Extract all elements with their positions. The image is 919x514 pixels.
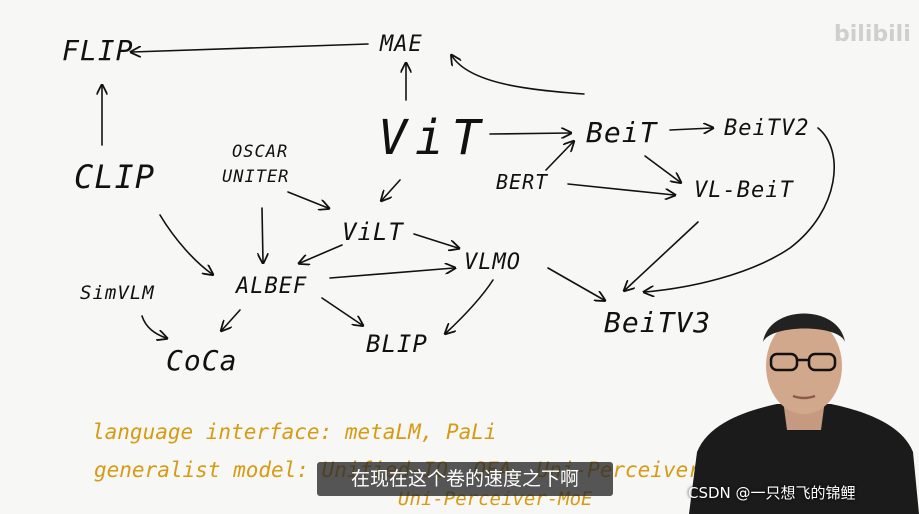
node-beit: BeiT	[586, 116, 658, 149]
bilibili-logo: bilibili	[834, 22, 911, 47]
node-albef: ALBEF	[236, 274, 308, 299]
arrow-vit-to-beit	[489, 133, 570, 134]
node-bert: BERT	[496, 170, 549, 194]
arrow-vlmo-to-beitv3	[547, 267, 604, 300]
arrow-beit-to-beitv2	[669, 128, 712, 130]
arrow-vit-to-vilt	[382, 179, 401, 200]
node-oscar: OSCAR	[232, 142, 289, 162]
arrow-beitv2-to-beitv3	[645, 127, 836, 292]
arrow-uniter-to-albef	[262, 207, 263, 262]
node-vit: ViT	[378, 110, 489, 166]
arrow-bert-to-vlbeit	[567, 183, 674, 195]
node-beitv2: BeiTV2	[724, 116, 810, 141]
node-beitv3: BeiTV3	[604, 306, 712, 339]
arrow-vlmo-to-blip	[446, 279, 494, 333]
arrow-clip-to-albef	[159, 214, 212, 274]
node-mae: MAE	[380, 32, 423, 57]
arrow-mae-to-flip	[132, 43, 369, 52]
arrow-albef-to-coca	[222, 309, 241, 330]
arrow-albef-to-vlmo	[329, 268, 454, 279]
node-flip: FLIP	[62, 34, 134, 67]
node-blip: BLIP	[366, 330, 428, 358]
arrow-oscar-to-vilt	[287, 191, 328, 208]
node-vlmo: VLMO	[464, 250, 521, 275]
video-subtitle: 在现在这个卷的速度之下啊	[317, 462, 613, 496]
node-clip: CLIP	[74, 158, 156, 196]
arrow-vilt-to-albef	[300, 244, 343, 263]
node-coca: CoCa	[166, 344, 238, 377]
arrow-albef-to-blip	[321, 297, 362, 325]
node-vl-beit: VL-BeiT	[694, 178, 794, 203]
note-language-interface: language interface: metaLM, PaLi	[92, 420, 497, 444]
node-vilt: ViLT	[342, 218, 404, 246]
presenter-video	[689, 313, 919, 514]
node-simvlm: SimVLM	[80, 282, 155, 304]
node-uniter: UNITER	[222, 167, 290, 187]
arrow-vlbeit-to-beitv3	[625, 221, 699, 290]
arrow-beit-to-mae	[452, 56, 585, 95]
csdn-credit: CSDN @一只想飞的锦鲤	[688, 484, 856, 502]
arrow-beit-to-vlbeit	[644, 155, 680, 182]
arrow-vilt-to-vlmo	[413, 233, 458, 248]
arrow-simvlm-to-coca	[141, 315, 166, 338]
arrow-bert-to-beit	[545, 142, 573, 171]
